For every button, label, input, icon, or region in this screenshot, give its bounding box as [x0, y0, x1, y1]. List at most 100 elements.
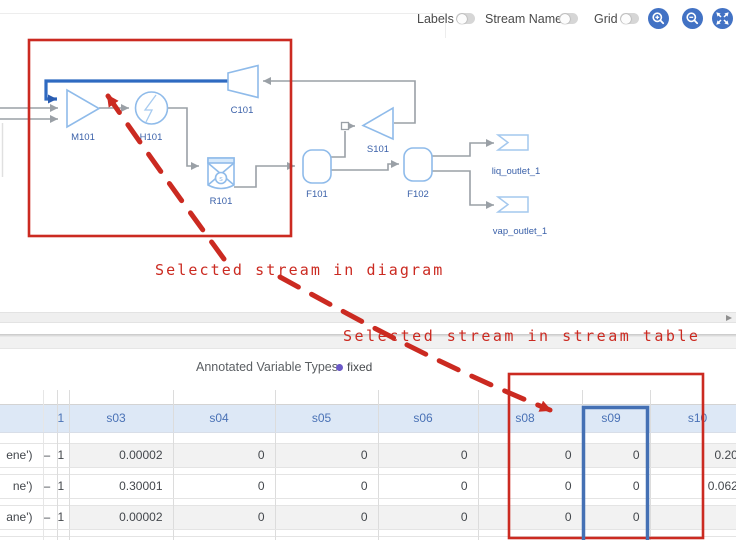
stream-names-toggle[interactable]	[559, 13, 578, 24]
labels-toggle-label: Labels	[417, 12, 454, 26]
heater-label: H101	[140, 132, 163, 143]
heater-icon[interactable]	[134, 91, 169, 125]
mixer-icon[interactable]	[66, 88, 101, 129]
table-cell: 0	[173, 442, 276, 468]
column-header[interactable]: s10	[650, 403, 736, 433]
table-spacer-cell	[582, 529, 651, 536]
reactor-icon[interactable]	[207, 157, 235, 190]
column-header[interactable]: s05	[275, 403, 379, 433]
splitter-port-square	[340, 121, 350, 131]
table-cell	[650, 504, 736, 530]
table-cell: –	[43, 442, 58, 468]
table-spacer-cell	[57, 432, 70, 443]
compressor-label: C101	[231, 105, 254, 116]
table-cell: 1	[57, 442, 70, 468]
table-spacer-cell	[275, 467, 379, 474]
table-cell: 0.00002	[69, 442, 174, 468]
table-spacer-cell	[378, 498, 479, 505]
grid-toggle[interactable]	[620, 13, 639, 24]
table-cell: 0	[478, 504, 583, 530]
panel-border	[445, 13, 446, 38]
grid-toggle-label: Grid	[594, 12, 618, 26]
table-cell: 0	[378, 504, 479, 530]
table-cell: 0	[582, 442, 651, 468]
table-spacer-cell	[478, 432, 583, 443]
table-spacer-cell	[173, 467, 276, 474]
table-spacer-cell	[57, 390, 70, 404]
table-spacer-cell	[43, 498, 58, 505]
zoom-in-button[interactable]	[648, 8, 669, 29]
stream-flash1-to-flash2[interactable]	[331, 160, 399, 171]
table-cell	[650, 535, 736, 540]
flash2-icon[interactable]	[403, 147, 433, 182]
column-header[interactable]: 1	[57, 403, 70, 433]
table-cell: ene')	[0, 442, 44, 468]
table-cell: 0	[582, 504, 651, 530]
column-header[interactable]: s08	[478, 403, 583, 433]
units	[66, 64, 529, 213]
column-header[interactable]: s03	[69, 403, 174, 433]
zoom-fit-button[interactable]	[712, 8, 733, 29]
vap-outlet-port-icon[interactable]	[495, 196, 529, 213]
table-cell: 0.30001	[69, 473, 174, 499]
labels-toggle[interactable]	[456, 13, 475, 24]
table-spacer-cell	[582, 498, 651, 505]
table-spacer-cell	[650, 432, 736, 443]
table-spacer-cell	[275, 529, 379, 536]
table-spacer-cell	[57, 498, 70, 505]
zoom-out-button[interactable]	[682, 8, 703, 29]
table-cell	[43, 535, 58, 540]
table-spacer-cell	[378, 432, 479, 443]
table-row	[0, 535, 736, 540]
legend-fixed-label: fixed	[347, 360, 373, 374]
stream-flash2-to-liq-outlet[interactable]	[432, 139, 494, 157]
column-header[interactable]	[0, 403, 44, 433]
table-spacer-cell	[69, 467, 174, 474]
column-header[interactable]: s04	[173, 403, 276, 433]
mixer-label: M101	[71, 132, 95, 143]
compressor-icon[interactable]	[227, 64, 259, 99]
table-cell: –	[43, 504, 58, 530]
liq-outlet-port-icon[interactable]	[495, 134, 529, 151]
column-header[interactable]: s06	[378, 403, 479, 433]
stream-reactor-to-flash1[interactable]	[234, 162, 295, 188]
table-cell: ane')	[0, 504, 44, 530]
table-spacer-cell	[478, 390, 583, 404]
table-cell: 0	[275, 442, 379, 468]
table-spacer-cell	[275, 390, 379, 404]
horizontal-scrollbar[interactable]	[0, 312, 736, 323]
table-cell: 1	[57, 473, 70, 499]
table-cell: 0	[173, 504, 276, 530]
table-spacer-cell	[275, 498, 379, 505]
annotated-variable-types-label: Annotated Variable Types:	[196, 360, 342, 374]
table-spacer-cell	[582, 467, 651, 474]
table-spacer-cell	[173, 498, 276, 505]
column-header[interactable]: s09	[582, 403, 651, 433]
table-spacer-cell	[0, 390, 44, 404]
scrollbar-right-arrow-icon[interactable]	[726, 315, 732, 321]
table-spacer-cell	[43, 432, 58, 443]
flash1-icon[interactable]	[302, 149, 332, 184]
stream-flash2-to-vap-outlet[interactable]	[432, 170, 494, 209]
table-cell	[173, 535, 276, 540]
splitter-icon[interactable]	[361, 106, 394, 141]
table-cell: 0	[275, 473, 379, 499]
table-spacer-cell	[378, 529, 479, 536]
zoom-fit-icon	[712, 8, 733, 29]
table-cell	[57, 535, 70, 540]
stream-flash1-to-splitter[interactable]	[331, 131, 346, 158]
table-spacer-cell	[69, 529, 174, 536]
stream-heater-to-reactor[interactable]	[168, 107, 199, 170]
stream-splitter-to-compressor[interactable]	[263, 77, 416, 124]
table-spacer-cell	[43, 390, 58, 404]
table-spacer-cell	[650, 498, 736, 505]
table-cell	[275, 535, 379, 540]
column-header[interactable]	[43, 403, 58, 433]
table-spacer-row	[0, 432, 736, 443]
table-spacer-cell	[69, 390, 174, 404]
table-spacer-cell	[378, 390, 479, 404]
table-spacer-cell	[69, 432, 174, 443]
flash1-label: F101	[306, 189, 328, 200]
